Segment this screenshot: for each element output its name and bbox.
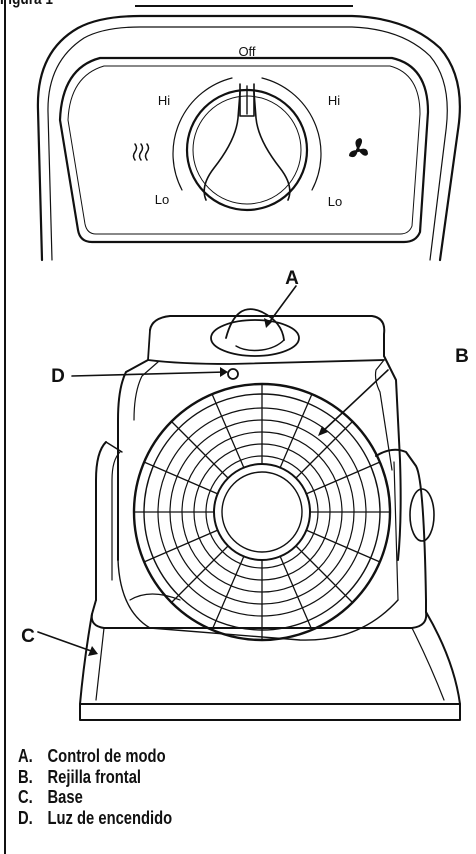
legend-item: C.Base bbox=[18, 787, 83, 807]
legend-item: A.Control de modo bbox=[18, 746, 166, 766]
mode-knob bbox=[210, 308, 300, 357]
figure-border bbox=[4, 0, 6, 854]
callout-a: A bbox=[285, 268, 299, 289]
heater-body bbox=[79, 308, 461, 721]
dial-label-off: Off bbox=[238, 44, 255, 59]
legend-item: B.Rejilla frontal bbox=[18, 766, 142, 787]
callout-b: B bbox=[455, 346, 469, 367]
front-grille bbox=[132, 382, 392, 642]
dial-label-lo-fan: Lo bbox=[328, 194, 342, 209]
figure-title: Figura 1 bbox=[0, 0, 53, 9]
parts-legend: A.Control de modo B.Rejilla frontal C.Ba… bbox=[18, 746, 206, 828]
power-light bbox=[227, 368, 239, 380]
title-rule bbox=[135, 5, 353, 7]
control-panel-closeup bbox=[36, 14, 461, 262]
dial-label-hi-heat: Hi bbox=[158, 93, 170, 108]
callout-leaders bbox=[37, 285, 389, 653]
dial-label-hi-fan: Hi bbox=[328, 93, 340, 108]
fan-icon bbox=[349, 138, 368, 158]
callout-d: D bbox=[51, 366, 65, 387]
callout-c: C bbox=[21, 626, 35, 647]
legend-item: D.Luz de encendido bbox=[18, 807, 173, 828]
dial-label-lo-heat: Lo bbox=[155, 192, 169, 207]
heat-waves-icon bbox=[132, 143, 150, 161]
